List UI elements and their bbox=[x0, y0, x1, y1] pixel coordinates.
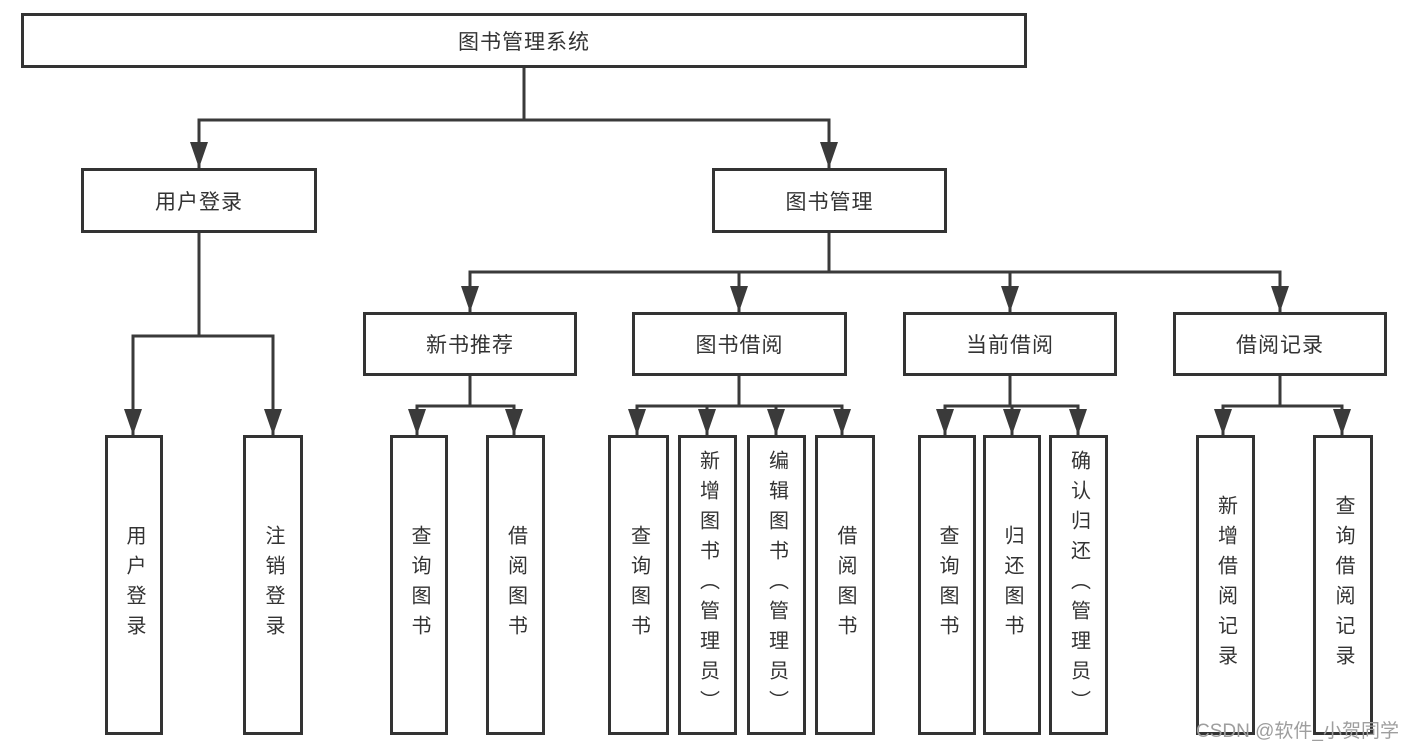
leaf-query-books-recommend-label: 查询图书 bbox=[408, 525, 430, 645]
arrow-down-icon bbox=[936, 409, 954, 435]
leaf-add-borrow-record-label: 新增借阅记录 bbox=[1214, 495, 1237, 675]
arrow-down-icon bbox=[1333, 409, 1351, 435]
arrow-down-icon bbox=[190, 142, 208, 168]
node-book-management: 图书管理 bbox=[712, 168, 947, 233]
leaf-add-borrow-record: 新增借阅记录 bbox=[1196, 435, 1255, 735]
node-book-borrow: 图书借阅 bbox=[632, 312, 847, 376]
leaf-query-books-borrow-label: 查询图书 bbox=[627, 525, 650, 645]
node-borrow-records: 借阅记录 bbox=[1173, 312, 1387, 376]
leaf-user-login: 用户登录 bbox=[105, 435, 163, 735]
arrow-down-icon bbox=[1214, 409, 1232, 435]
arrow-down-icon bbox=[1001, 286, 1019, 312]
arrow-down-icon bbox=[628, 409, 646, 435]
arrow-down-icon bbox=[698, 409, 716, 435]
connector-borrow-to-leaves bbox=[628, 376, 851, 435]
leaf-return-books-label: 归还图书 bbox=[1001, 525, 1023, 645]
leaf-query-books-borrow: 查询图书 bbox=[608, 435, 669, 735]
node-current-borrow: 当前借阅 bbox=[903, 312, 1117, 376]
leaf-borrow-books-recommend: 借阅图书 bbox=[486, 435, 545, 735]
leaf-confirm-return-admin: 确认归还（管理员） bbox=[1049, 435, 1108, 735]
arrow-down-icon bbox=[1069, 409, 1087, 435]
arrow-down-icon bbox=[1271, 286, 1289, 312]
node-current-borrow-label: 当前借阅 bbox=[966, 334, 1054, 357]
arrow-down-icon bbox=[833, 409, 851, 435]
leaf-edit-book-admin-label: 编辑图书（管理员） bbox=[765, 450, 788, 720]
leaf-edit-book-admin: 编辑图书（管理员） bbox=[747, 435, 806, 735]
arrow-down-icon bbox=[730, 286, 748, 312]
leaf-query-books-current: 查询图书 bbox=[918, 435, 976, 735]
leaf-borrow-books-recommend-label: 借阅图书 bbox=[504, 525, 527, 645]
leaf-query-books-current-label: 查询图书 bbox=[936, 525, 958, 645]
node-book-borrow-label: 图书借阅 bbox=[695, 334, 784, 357]
connector-bookmgmt-to-level3 bbox=[461, 233, 1289, 312]
arrow-down-icon bbox=[408, 409, 426, 435]
leaf-confirm-return-admin-label: 确认归还（管理员） bbox=[1067, 450, 1090, 720]
leaf-borrow-books-label: 借阅图书 bbox=[834, 525, 856, 645]
arrow-down-icon bbox=[1003, 409, 1021, 435]
node-borrow-records-label: 借阅记录 bbox=[1236, 334, 1324, 357]
connector-newbook-to-leaves bbox=[408, 376, 523, 435]
leaf-logout: 注销登录 bbox=[243, 435, 303, 735]
arrow-down-icon bbox=[767, 409, 785, 435]
connector-root-to-level2 bbox=[190, 67, 838, 168]
leaf-borrow-books: 借阅图书 bbox=[815, 435, 875, 735]
watermark: CSDN @软件_小贺同学 bbox=[1196, 721, 1399, 742]
connector-records-to-leaves bbox=[1214, 376, 1351, 435]
connector-current-to-leaves bbox=[936, 376, 1087, 435]
node-root: 图书管理系统 bbox=[21, 13, 1027, 68]
arrow-down-icon bbox=[264, 409, 282, 435]
arrow-down-icon bbox=[461, 286, 479, 312]
node-new-book-recommend-label: 新书推荐 bbox=[426, 334, 514, 357]
node-book-management-label: 图书管理 bbox=[785, 190, 874, 214]
node-new-book-recommend: 新书推荐 bbox=[363, 312, 577, 376]
arrow-down-icon bbox=[820, 142, 838, 168]
leaf-add-book-admin: 新增图书（管理员） bbox=[678, 435, 737, 735]
leaf-query-borrow-record: 查询借阅记录 bbox=[1313, 435, 1373, 735]
leaf-logout-label: 注销登录 bbox=[262, 525, 284, 645]
leaf-query-books-recommend: 查询图书 bbox=[390, 435, 448, 735]
node-user-login-label: 用户登录 bbox=[155, 190, 243, 214]
leaf-user-login-label: 用户登录 bbox=[123, 525, 145, 645]
connector-userlogin-to-leaves bbox=[124, 233, 282, 435]
leaf-query-borrow-record-label: 查询借阅记录 bbox=[1332, 495, 1354, 675]
node-root-label: 图书管理系统 bbox=[458, 30, 590, 54]
leaf-return-books: 归还图书 bbox=[983, 435, 1041, 735]
arrow-down-icon bbox=[505, 409, 523, 435]
arrow-down-icon bbox=[124, 409, 142, 435]
node-user-login: 用户登录 bbox=[81, 168, 317, 233]
leaf-add-book-admin-label: 新增图书（管理员） bbox=[696, 450, 719, 720]
